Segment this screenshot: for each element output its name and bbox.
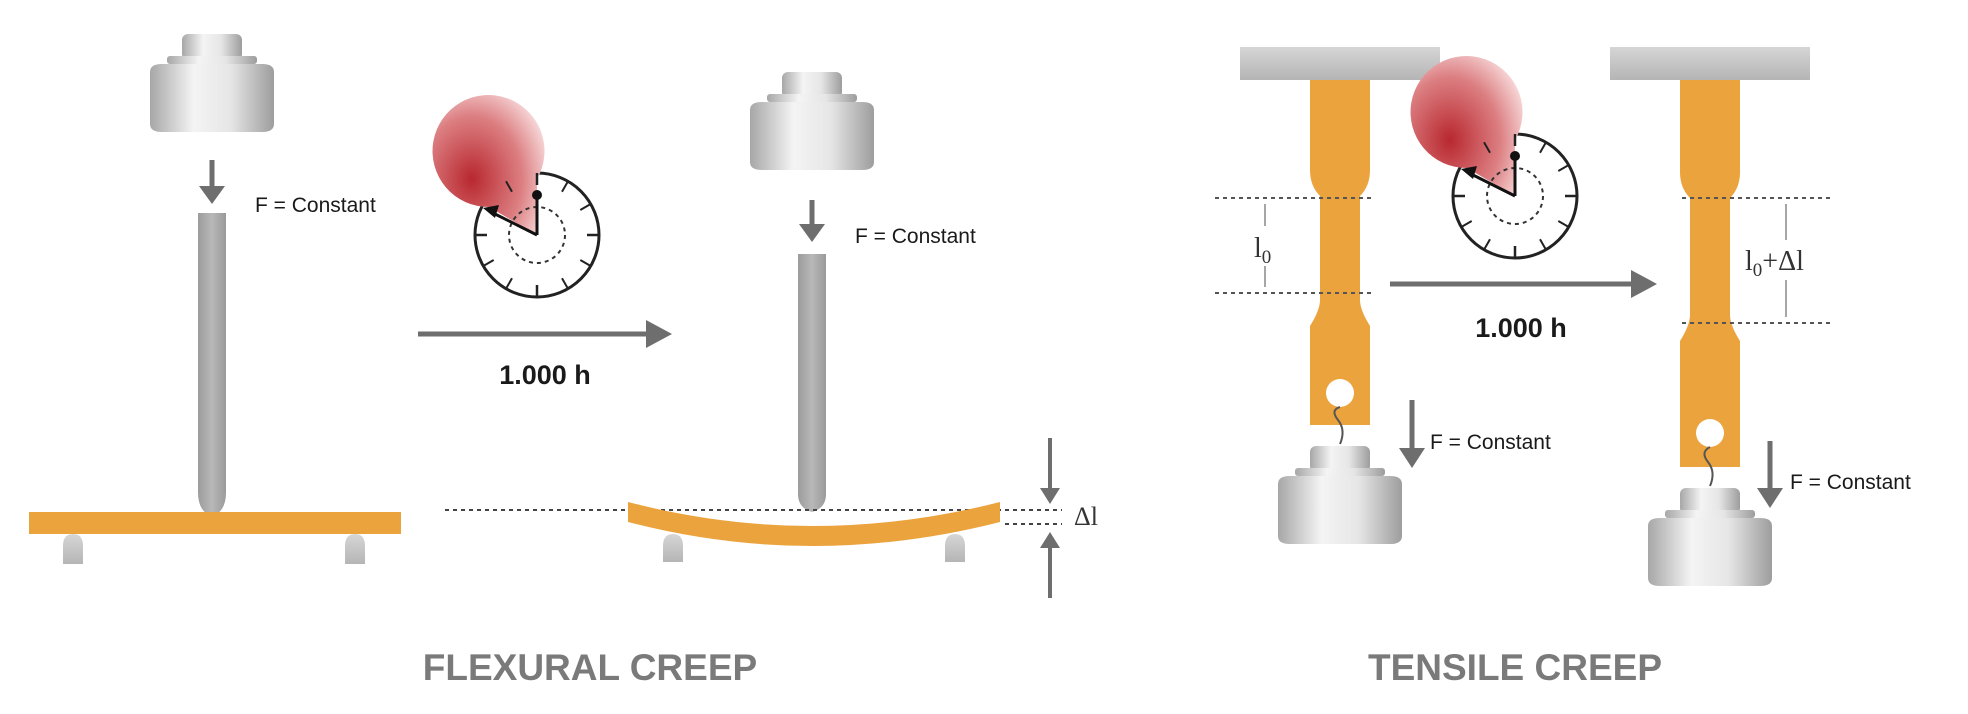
tensile-specimen [1310, 80, 1370, 425]
duration-label: 1.000 h [499, 360, 591, 390]
tensile-deformed-setup: l0+Δl F = Constant [1610, 47, 1911, 586]
specimen-hole [1696, 419, 1724, 447]
support-left [63, 534, 83, 564]
support-right [945, 534, 965, 562]
clock-icon [1409, 54, 1579, 260]
arrow-down-icon [799, 200, 825, 242]
flexural-creep-section: F = Constant 1.000 h F = Constant [29, 34, 1098, 688]
tensile-specimen [1680, 80, 1740, 467]
final-length-label: l0+Δl [1745, 246, 1804, 281]
tensile-initial-setup: l0 F = Constant [1215, 47, 1551, 544]
force-label: F = Constant [1790, 471, 1911, 494]
upper-clamp [1610, 47, 1810, 80]
arrow-up-icon [1040, 532, 1060, 598]
weight-icon [750, 72, 874, 170]
flexural-initial-setup: F = Constant [29, 34, 401, 564]
arrow-right-icon [418, 320, 672, 348]
weight-icon [1648, 488, 1772, 586]
deflection-label: Δl [1074, 502, 1098, 531]
flexural-deformed-setup: F = Constant Δl [445, 72, 1098, 598]
initial-length-label: l0 [1254, 233, 1271, 268]
loading-rod [198, 213, 226, 516]
support-left [663, 534, 683, 562]
weight-icon [1278, 446, 1402, 544]
clock-icon [431, 93, 601, 299]
flexural-specimen [29, 512, 401, 534]
specimen-hole [1326, 379, 1354, 407]
support-right [345, 534, 365, 564]
arrow-down-icon [199, 160, 225, 204]
upper-clamp [1240, 47, 1440, 80]
force-label: F = Constant [1430, 431, 1551, 454]
bent-specimen [628, 502, 1000, 546]
arrow-down-icon [1040, 438, 1060, 504]
arrow-right-icon [1390, 270, 1657, 298]
flexural-title: FLEXURAL CREEP [423, 647, 757, 688]
tensile-creep-section: l0 F = Constant 1.000 h l0+Δl [1215, 47, 1911, 688]
loading-rod [798, 254, 826, 512]
weight-icon [150, 34, 274, 132]
arrow-down-icon [1399, 400, 1425, 468]
force-label: F = Constant [855, 225, 976, 248]
arrow-down-icon [1757, 441, 1783, 508]
force-label: F = Constant [255, 194, 376, 217]
duration-label: 1.000 h [1475, 313, 1567, 343]
tensile-title: TENSILE CREEP [1368, 647, 1662, 688]
